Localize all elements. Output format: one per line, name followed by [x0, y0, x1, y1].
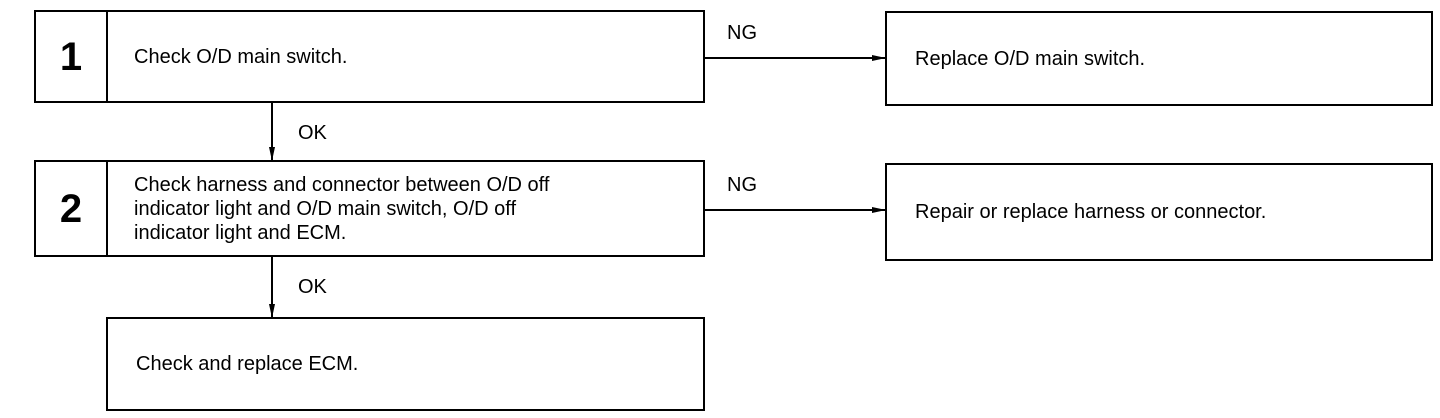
step-1-box: 1 Check O/D main switch. — [34, 10, 705, 103]
step-1-ok-label: OK — [298, 122, 327, 144]
step-2-ok-outcome-box: Check and replace ECM. — [106, 317, 705, 411]
step-1-number: 1 — [36, 12, 108, 101]
step-1-ng-label: NG — [727, 22, 757, 44]
step-2-ok-outcome-text: Check and replace ECM. — [136, 353, 359, 375]
step-2-ok-label: OK — [298, 276, 327, 298]
step-1-ng-outcome-text: Replace O/D main switch. — [915, 47, 1146, 70]
step-2-ng-label: NG — [727, 174, 757, 196]
step-2-text: Check harness and connector between O/D … — [134, 173, 550, 244]
step-2-ng-outcome-text: Repair or replace harness or connector. — [915, 201, 1267, 223]
step-2-box: 2 Check harness and connector between O/… — [34, 160, 705, 257]
step-2-number: 2 — [36, 162, 108, 255]
step-1-ng-outcome-box: Replace O/D main switch. — [885, 11, 1433, 106]
step-2-ng-outcome-box: Repair or replace harness or connector. — [885, 163, 1433, 261]
step-1-text: Check O/D main switch. — [134, 45, 348, 68]
